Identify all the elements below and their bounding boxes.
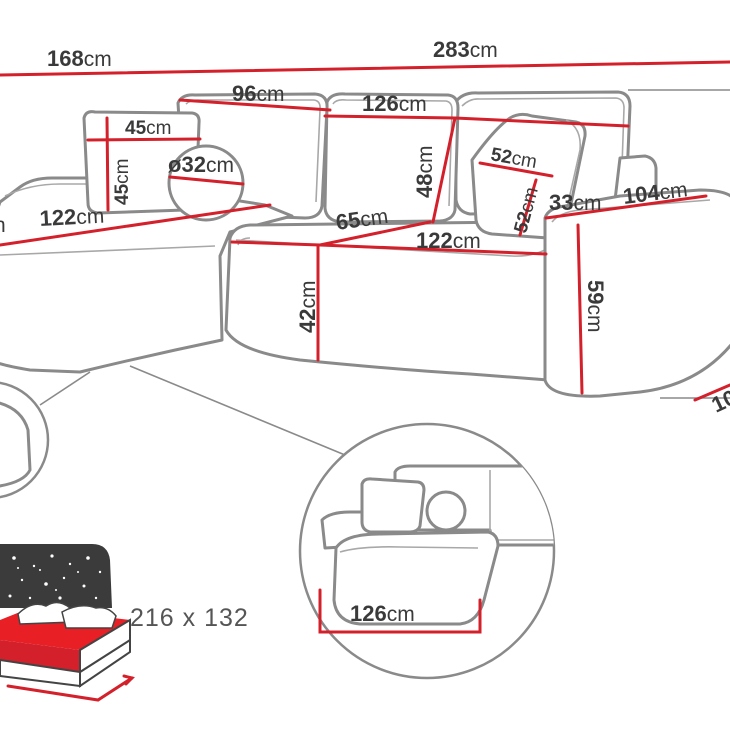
dim-line-96: [178, 98, 332, 112]
label-left-edge: n: [0, 214, 6, 237]
label-armrest-width: 33cm: [549, 190, 601, 215]
main-seat-seam: [237, 237, 251, 246]
label-small-pillow-width: 45cm: [125, 118, 171, 139]
right-armrest: [543, 188, 730, 398]
back-cushion-center: [323, 92, 460, 224]
bed-dimension-arrow: [122, 674, 135, 686]
main-seat: [224, 220, 557, 382]
label-back-cushion-left: 96cm: [232, 81, 284, 106]
dim-line-chaise: [0, 203, 272, 247]
dim-line-total: [0, 60, 730, 77]
label-seat-height: 42cm: [295, 281, 320, 333]
chaise-seam: [4, 183, 90, 197]
dim-line-52w: [478, 161, 554, 178]
label-square-pillow-width: 52cm: [489, 144, 538, 173]
label-round-pillow: ø32cm: [168, 152, 234, 177]
label-left-length: 168cm: [47, 46, 112, 71]
dimension-lines: [0, 60, 730, 402]
bed-size-label: 216 x 132: [130, 604, 249, 632]
bed-pillow-2: [61, 605, 117, 629]
dim-line-59: [576, 223, 584, 395]
bed-icon: 216 x 132: [0, 544, 249, 702]
dim-line-right-cut: [693, 383, 730, 402]
mattress-side: [0, 640, 80, 672]
label-back-cushion-height: 48cm: [412, 146, 437, 198]
back-block-right: [613, 154, 658, 202]
chaise-seat: [0, 176, 294, 374]
label-detail-width: 126cm: [350, 601, 415, 626]
starry-headboard: [0, 544, 112, 608]
dim-line-104: [544, 194, 708, 220]
dim-line-detail: [318, 588, 482, 634]
floor-line-1: [129, 365, 346, 456]
back-cushion-right-seam: [461, 97, 625, 197]
bottom-detail-circle: 126cm: [298, 422, 556, 680]
label-seat-width: 122cm: [416, 228, 481, 253]
dim-line-52h: [518, 178, 538, 237]
label-total-width: 283cm: [433, 37, 498, 62]
stars: [8, 554, 102, 600]
label-chaise-length: 122cm: [39, 203, 105, 231]
label-back-cushion-center: 126cm: [362, 91, 427, 116]
label-right-cut: 10: [708, 385, 730, 418]
label-small-pillow-height: 45cm: [112, 159, 133, 205]
label-total-height: 59cm: [583, 280, 608, 332]
floor-line-2: [39, 371, 91, 406]
dim-line-45h: [105, 116, 110, 212]
detail-round-pillow: [425, 490, 467, 532]
dim-line-45w: [86, 137, 202, 142]
chaise-front-edge: [0, 245, 216, 256]
sofa-drawing: [0, 61, 730, 456]
detail-small-pillow: [360, 477, 426, 534]
label-right-depth: 104cm: [622, 176, 689, 209]
dim-line-122: [318, 243, 548, 256]
main-seat-front-edge: [235, 239, 546, 257]
label-seat-depth: 65cm: [334, 203, 389, 235]
back-cushion-center-seam: [332, 99, 453, 207]
left-detail-circle: [0, 381, 50, 499]
dim-line-48: [431, 116, 457, 224]
detail-chaise: [332, 530, 500, 626]
bed-frame-side: [79, 618, 131, 674]
bed-dimension-line: [6, 676, 134, 702]
right-armrest-seam: [551, 199, 711, 223]
dim-line-round: [168, 175, 245, 186]
detail-chaise-edge: [339, 546, 479, 553]
